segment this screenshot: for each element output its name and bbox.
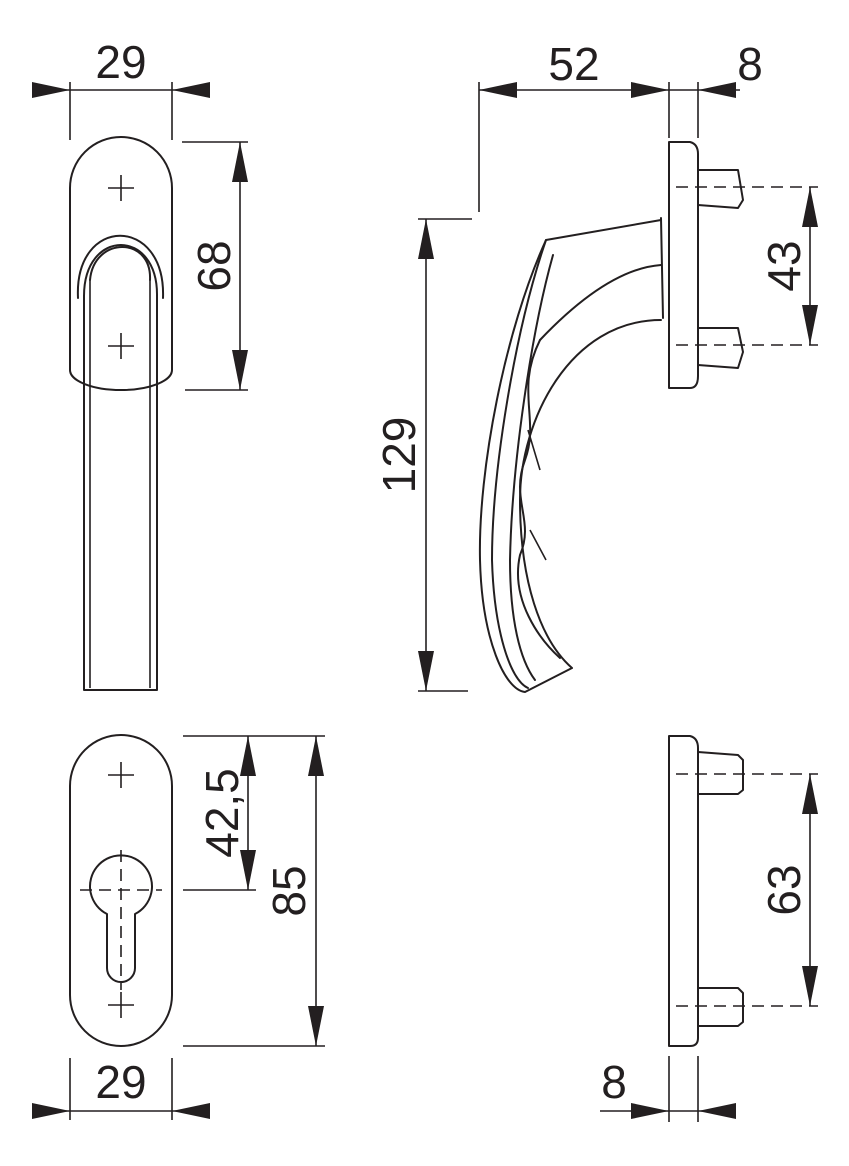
dim-key-center-height: 42,5: [183, 735, 325, 891]
handle-side-view: [478, 141, 744, 693]
dim-label-handle-pin-spacing: 43: [758, 240, 810, 291]
dim-key-plate-width: 29: [32, 1056, 210, 1120]
dim-key-plate-height: 85: [183, 736, 325, 1047]
dim-label-rose-thickness-top: 8: [737, 38, 763, 90]
dim-label-rose-width: 29: [95, 36, 146, 88]
dim-key-pin-spacing: 63: [676, 773, 818, 1007]
dim-handle-pin-spacing: 43: [676, 186, 818, 346]
key-plate-front-view: [69, 734, 173, 1047]
dim-handle-length: 129: [373, 218, 472, 692]
dim-rose-height: 68: [182, 141, 248, 391]
dim-label-rose-height: 68: [188, 240, 240, 291]
dim-label-key-plate-thickness: 8: [601, 1056, 627, 1108]
handle-front-view: [69, 136, 173, 691]
dim-label-handle-projection: 52: [548, 38, 599, 90]
dim-rose-width: 29: [32, 36, 210, 140]
key-plate-side-view: [668, 735, 744, 1047]
dim-label-key-center-height: 42,5: [196, 768, 248, 858]
dim-label-key-plate-height: 85: [263, 865, 315, 916]
dim-label-key-pin-spacing: 63: [758, 864, 810, 915]
dim-rose-thickness-top: 8: [668, 38, 763, 138]
dim-label-handle-length: 129: [373, 417, 425, 494]
dim-handle-projection: 52: [478, 38, 669, 212]
dim-label-key-plate-width: 29: [95, 1056, 146, 1108]
dim-key-plate-thickness: 8: [600, 1056, 736, 1122]
